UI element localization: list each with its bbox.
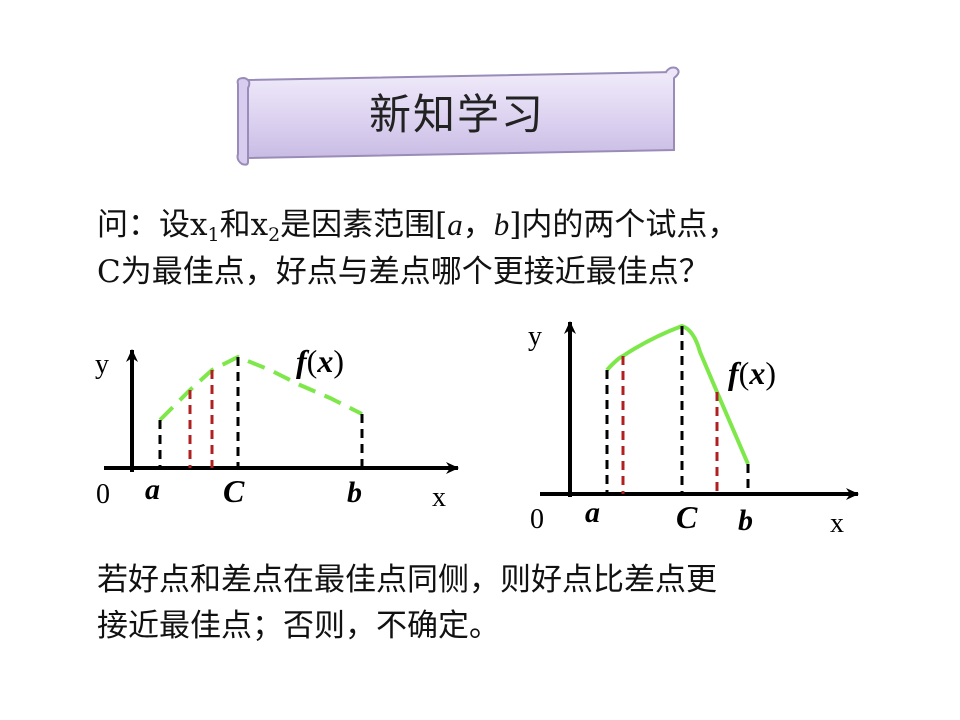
- right-origin-label: 0: [530, 504, 544, 535]
- left-graph: y 0 x a C b f(x): [95, 343, 459, 513]
- range-end-b: b: [493, 207, 510, 242]
- right-f-label: f(x): [728, 355, 776, 391]
- range-start-a: a: [447, 207, 463, 242]
- question-line-2: C为最佳点，好点与差点哪个更接近最佳点？: [97, 254, 710, 290]
- question-text-part: 是因素范围[: [280, 207, 448, 243]
- question-text-part: 问：设x: [97, 207, 208, 243]
- conclusion-line-2: 接近最佳点；否则，不确定。: [97, 608, 500, 644]
- subscript-1: 1: [207, 224, 220, 246]
- range-comma: ，: [462, 207, 494, 243]
- question-line-1: 问：设x1和x2是因素范围[a，b]内的两个试点，: [97, 203, 897, 247]
- left-f-label: f(x): [296, 343, 344, 379]
- conclusion-line-1: 若好点和差点在最佳点同侧，则好点比差点更: [97, 562, 717, 598]
- right-y-label: y: [528, 321, 542, 352]
- left-c-label: C: [223, 473, 245, 509]
- left-a-label: a: [145, 473, 160, 506]
- page-title: 新知学习: [368, 90, 545, 139]
- left-origin-label: 0: [96, 479, 110, 510]
- question-text-part: 和x: [219, 207, 269, 243]
- banner-scroll: [236, 66, 680, 166]
- right-graph: y 0 x a C b f(x): [528, 321, 859, 539]
- left-curve: [158, 354, 363, 422]
- left-x-label: x: [432, 482, 446, 513]
- left-y-label: y: [95, 349, 109, 380]
- left-b-label: b: [347, 476, 362, 509]
- right-b-label: b: [738, 504, 753, 537]
- subscript-2: 2: [268, 224, 281, 246]
- right-a-label: a: [585, 496, 600, 529]
- question-text-part: ]内的两个试点，: [509, 207, 739, 243]
- right-curve: [605, 323, 750, 465]
- right-x-label: x: [830, 508, 844, 539]
- right-c-label: C: [676, 499, 698, 535]
